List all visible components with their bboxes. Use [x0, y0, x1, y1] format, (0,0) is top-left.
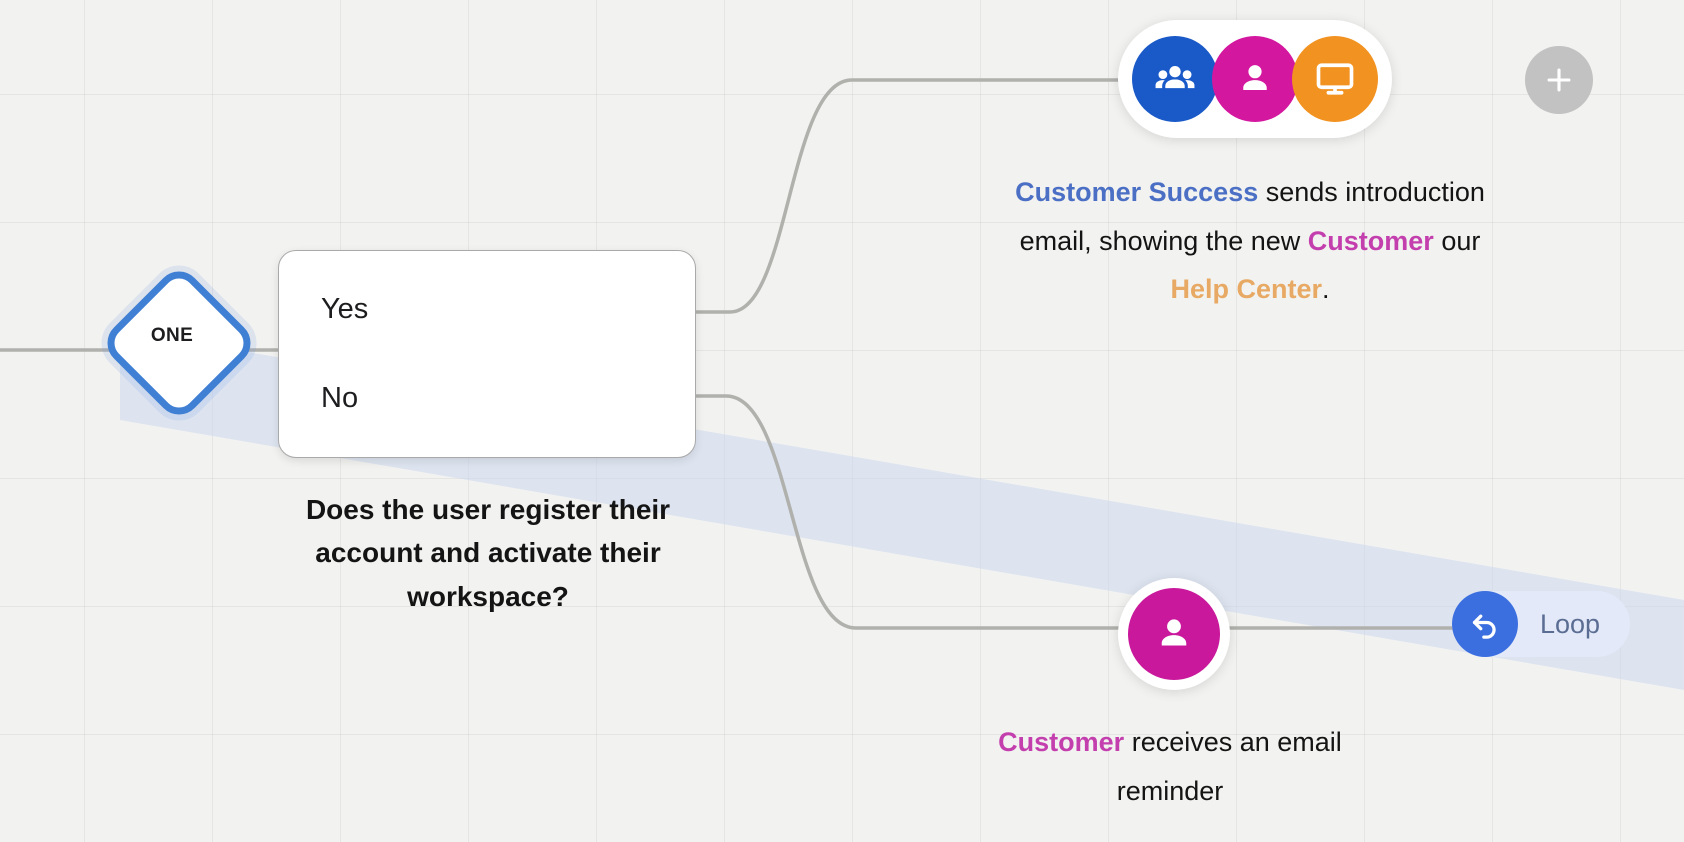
decision-option-yes[interactable]: Yes [321, 293, 369, 325]
label-part-our: our [1433, 225, 1481, 256]
label-part-customer: Customer [1307, 225, 1434, 256]
customer-success-label: Customer Success sends introduction emai… [1000, 168, 1500, 314]
customer-reminder-label: Customer receives an email reminder [950, 718, 1390, 815]
decision-card[interactable]: Yes No [278, 250, 696, 458]
loop-label: Loop [1540, 608, 1601, 639]
label-part-customer: Customer [998, 727, 1125, 757]
add-node-button[interactable] [1525, 46, 1593, 114]
label-part-customer-success: Customer Success [1015, 177, 1259, 207]
monitor-icon [1292, 36, 1378, 122]
decision-caption: Does the user register their account and… [305, 494, 671, 612]
label-part-sends: sends introduction email, showing the ne… [1019, 177, 1485, 256]
edge-no-branch [695, 394, 1124, 630]
person-icon [1212, 36, 1298, 122]
undo-arrow-icon [1452, 591, 1518, 657]
loop-badge[interactable]: Loop [1452, 591, 1630, 657]
decision-option-no[interactable]: No [321, 382, 359, 414]
label-part-help-center: Help Center [1170, 274, 1323, 305]
start-node-label: ONE [150, 325, 194, 346]
label-part-receives-email: receives an email reminder [1116, 727, 1342, 806]
plus-icon [1547, 68, 1571, 92]
customer-success-node[interactable] [1118, 20, 1392, 138]
label-part-period: . [1322, 274, 1330, 305]
customer-node[interactable] [1118, 578, 1230, 690]
start-node-one[interactable]: ONE [98, 262, 260, 424]
edge-yes-branch [695, 78, 1122, 314]
person-icon [1128, 588, 1220, 680]
group-people-icon [1132, 36, 1218, 122]
